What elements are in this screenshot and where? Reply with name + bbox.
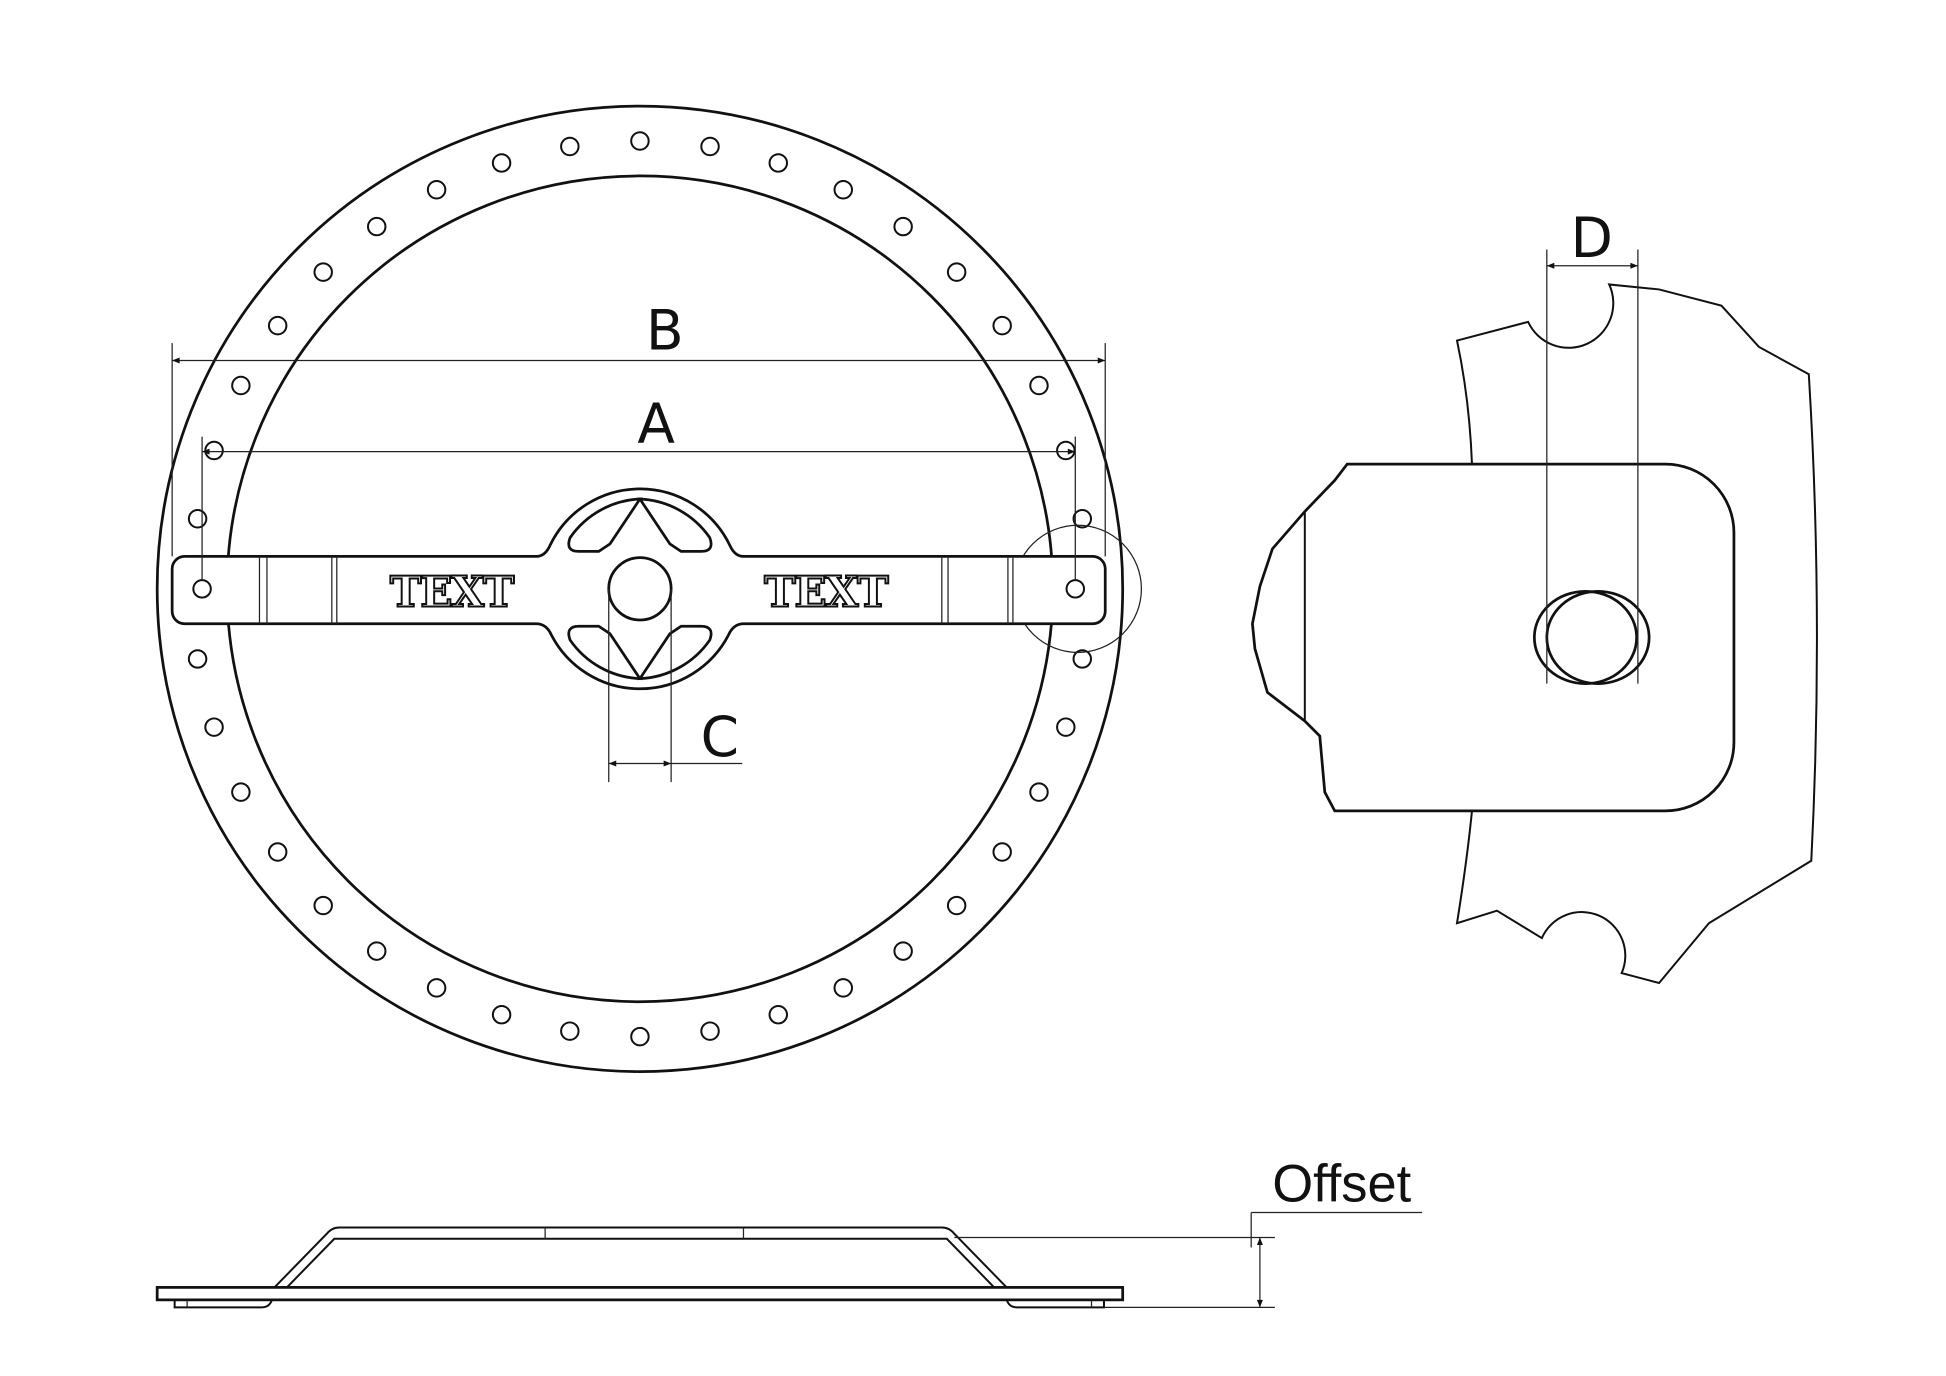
- engraving-text-left: TEXT: [390, 567, 515, 617]
- bolt-hole: [267, 842, 288, 862]
- bolt-hole: [630, 131, 650, 151]
- dimension-c-label: C: [701, 705, 739, 769]
- bolt-hole: [187, 508, 208, 529]
- bolt-hole: [768, 153, 789, 173]
- base-plate: [155, 1286, 1125, 1302]
- bolt-hole: [231, 782, 251, 802]
- dimension-a: A: [201, 392, 1076, 581]
- front-view: TEXT TEXT B A C: [155, 104, 1143, 1073]
- bolt-hole: [833, 978, 853, 998]
- bolt-hole: [560, 136, 580, 157]
- bolt-hole: [630, 1026, 650, 1047]
- dimension-b: B: [171, 298, 1106, 557]
- bolt-hole: [366, 941, 387, 961]
- offset-dimension: Offset: [954, 1155, 1423, 1308]
- dimension-a-label: A: [637, 392, 675, 456]
- bolt-hole: [1029, 375, 1049, 396]
- bolt-hole: [491, 1004, 512, 1025]
- bolt-hole: [1072, 508, 1093, 529]
- engraving-text-right: TEXT: [764, 567, 889, 617]
- foot-right: [1005, 1299, 1105, 1309]
- spoke-bar: [170, 487, 1107, 691]
- outer-ring-edge: [155, 104, 1125, 1073]
- bolt-hole: [313, 262, 333, 282]
- bolt-hole: [700, 1021, 720, 1041]
- dimension-c: C: [608, 588, 743, 783]
- bolt-hole: [187, 649, 208, 669]
- bolt-hole: [491, 153, 512, 173]
- detail-view: D: [1251, 206, 1818, 985]
- dimension-d-label: D: [1571, 206, 1613, 270]
- bolt-hole: [1056, 717, 1076, 737]
- bolt-holes: [187, 131, 1093, 1047]
- bar-grooves: [258, 556, 1014, 624]
- bolt-hole: [426, 180, 447, 200]
- bolt-hole: [1029, 782, 1049, 802]
- bolt-hole: [1072, 649, 1093, 669]
- bolt-hole: [992, 842, 1012, 862]
- bolt-hole: [992, 315, 1012, 336]
- dimension-d: D: [1546, 206, 1639, 684]
- bolt-hole: [426, 978, 447, 998]
- bolt-hole: [313, 895, 333, 916]
- bolt-hole: [204, 717, 224, 737]
- bolt-hole: [768, 1004, 789, 1025]
- bolt-hole: [366, 216, 387, 237]
- bolt-hole: [946, 262, 967, 282]
- dimension-b-label: B: [646, 298, 684, 362]
- bolt-hole: [231, 375, 251, 396]
- bolt-hole: [946, 895, 967, 916]
- bolt-hole: [267, 315, 288, 336]
- bolt-hole: [560, 1021, 580, 1041]
- bracket-plate: [1251, 462, 1736, 813]
- raised-spoke-profile: [273, 1226, 1008, 1289]
- bolt-hole: [893, 941, 913, 961]
- bolt-hole: [893, 216, 913, 237]
- bolt-hole: [833, 180, 853, 200]
- side-view: Offset: [155, 1155, 1423, 1309]
- foot-left: [173, 1299, 273, 1309]
- offset-label: Offset: [1272, 1155, 1411, 1213]
- hub-windows: [567, 497, 713, 681]
- bolt-hole: [700, 136, 720, 157]
- bolt-hole: [1056, 440, 1076, 461]
- bolt-hole: [204, 440, 224, 461]
